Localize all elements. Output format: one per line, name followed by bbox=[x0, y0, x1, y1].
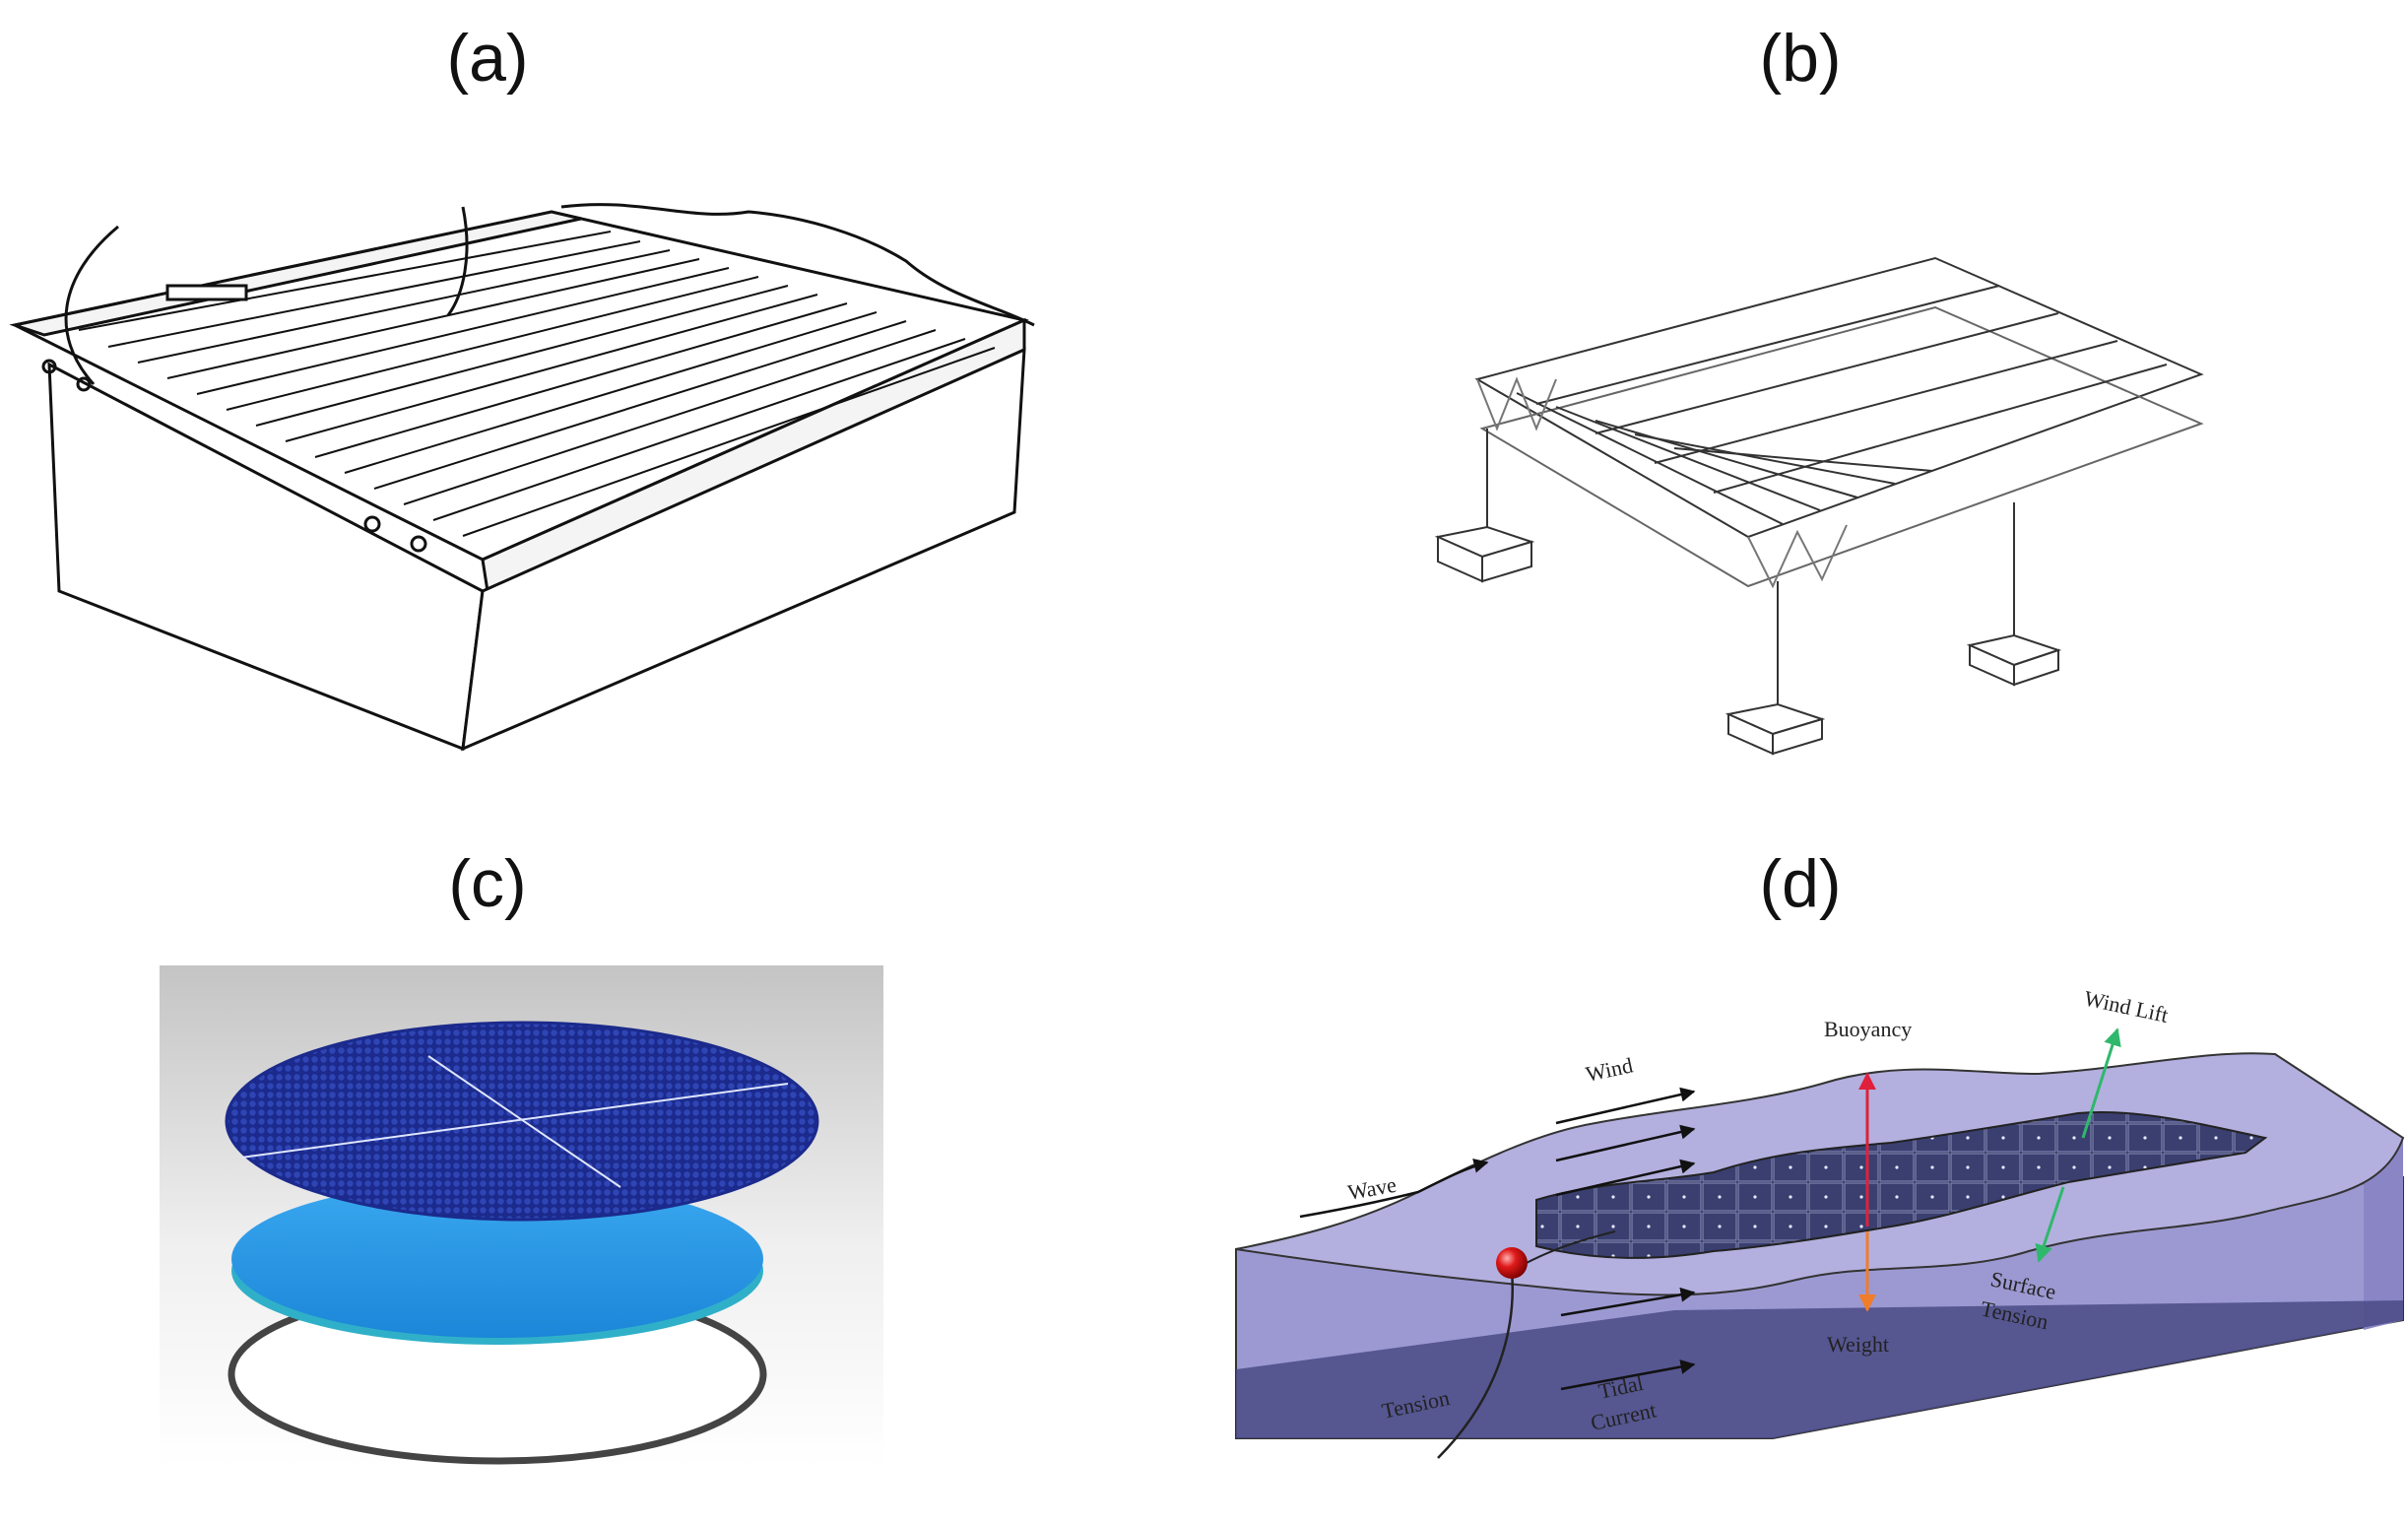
panel-b-truss-drawing bbox=[1434, 256, 2204, 756]
wind-arrows bbox=[1555, 1087, 1696, 1197]
panel-a-raft-drawing bbox=[9, 203, 1035, 752]
surface-tension-arrow bbox=[2035, 1186, 2065, 1263]
panel-a-label: (a) bbox=[446, 21, 529, 96]
tidal-current-arrows bbox=[1560, 1287, 1696, 1391]
buoy bbox=[1496, 1247, 1528, 1279]
panel-d-floating-pv: Wind Wave Buoyancy Wind Lift Surface Ten… bbox=[1235, 985, 2405, 1459]
label-buoyancy: Buoyancy bbox=[1824, 1017, 1912, 1041]
panel-c-membrane-disk bbox=[231, 1180, 763, 1338]
label-wind-lift: Wind Lift bbox=[2082, 985, 2171, 1027]
panel-b-label: (b) bbox=[1759, 21, 1842, 96]
panel-c-circular-platform bbox=[160, 965, 883, 1468]
label-weight: Weight bbox=[1827, 1332, 1889, 1357]
mooring-line bbox=[1437, 1270, 1514, 1459]
panel-c-label: (c) bbox=[448, 846, 527, 921]
panel-d-label: (d) bbox=[1759, 846, 1842, 921]
wind-lift-arrow bbox=[2081, 1028, 2121, 1139]
label-wind: Wind bbox=[1584, 1052, 1635, 1086]
wave-line bbox=[1299, 1159, 1489, 1219]
pv-panel-sheet bbox=[1535, 1111, 2268, 1259]
